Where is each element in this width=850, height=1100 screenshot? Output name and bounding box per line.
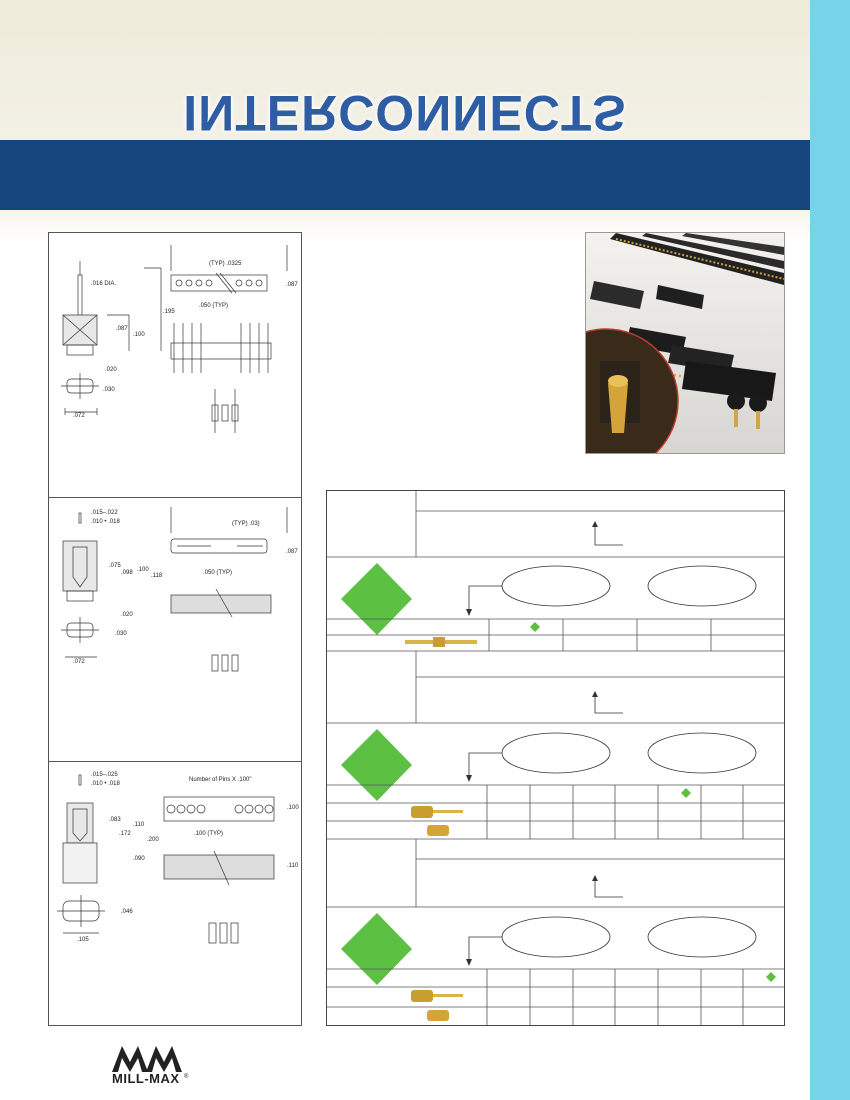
drawing-divider — [49, 497, 301, 498]
dim-label: .083 — [109, 817, 121, 823]
pin-part-image — [405, 637, 477, 647]
dim-label: .200 — [147, 837, 159, 843]
dim-label: .030 — [115, 631, 127, 637]
drawings-column: .016 DIA. .195 .087 .100 .020 .030 .072 … — [48, 232, 302, 1026]
dim-label: .050 (TYP) — [203, 570, 232, 576]
dim-label: .110 — [133, 822, 145, 828]
dim-label: .050 (TYP) — [199, 303, 228, 309]
pin-holes — [175, 279, 263, 287]
dim-label: .087 — [116, 326, 128, 332]
pin-part-image — [411, 990, 463, 1021]
arrow-indicator — [594, 525, 623, 546]
dim-label: .110 — [287, 863, 299, 869]
specification-table — [326, 490, 785, 1026]
drawing-2: .015–.022 .010 • .018 .075 .098 .100 .11… — [61, 507, 298, 672]
dim-label: .030 — [103, 387, 115, 393]
dim-label: .010 • .018 — [91, 781, 120, 787]
dim-label: .172 — [119, 831, 131, 837]
dim-label: .105 — [77, 937, 89, 943]
dim-label: .020 — [105, 367, 117, 373]
dim-label: .100 — [137, 567, 149, 573]
drawing-divider — [49, 761, 301, 762]
dim-label: .072 — [73, 413, 85, 419]
dim-label: Number of Pins X .100" — [189, 777, 252, 783]
dim-label: (TYP) .03) — [232, 521, 260, 527]
dim-label: .015–.022 — [91, 510, 118, 516]
header-blue-band — [0, 140, 810, 210]
right-color-stripe — [810, 0, 850, 1100]
strip-connectors — [610, 233, 784, 285]
dim-label: .072 — [73, 659, 85, 665]
dim-label: .100 — [133, 332, 145, 338]
dim-label: .098 — [121, 570, 133, 576]
dim-label: .118 — [151, 573, 163, 579]
dim-label: .046 — [121, 909, 133, 915]
dim-label: .100 (TYP) — [194, 831, 223, 837]
dim-label: .075 — [109, 563, 121, 569]
logo-text: MILL-MAX — [112, 1071, 180, 1086]
dim-label: .010 • .018 — [91, 519, 120, 525]
mirrored-title: INTERCONNECTS — [183, 85, 627, 141]
dim-label: .100 — [287, 805, 299, 811]
mill-max-logo: MILL-MAX ® — [108, 1042, 198, 1086]
drawing-1: .016 DIA. .195 .087 .100 .020 .030 .072 … — [61, 245, 298, 433]
drawing-3: .015–.025 .010 • .018 .083 .110 .172 .20… — [57, 772, 299, 944]
diamond-badge — [341, 563, 412, 635]
side-view-pins — [170, 323, 272, 373]
dim-label: .087 — [286, 282, 298, 288]
header-top-band — [0, 0, 810, 140]
dim-label: (TYP) .0325 — [209, 261, 242, 267]
dim-label: .090 — [133, 856, 145, 862]
diamond-badge — [341, 729, 412, 801]
product-photo — [585, 232, 785, 454]
pin-part-image — [411, 806, 463, 836]
dim-label: .195 — [163, 309, 175, 315]
dim-label: .020 — [121, 612, 133, 618]
diamond-badge — [341, 913, 412, 985]
logo-trademark: ® — [184, 1073, 189, 1080]
dim-label: .016 DIA. — [91, 281, 116, 287]
dim-label: .015–.025 — [91, 772, 118, 778]
dim-label: .087 — [286, 549, 298, 555]
